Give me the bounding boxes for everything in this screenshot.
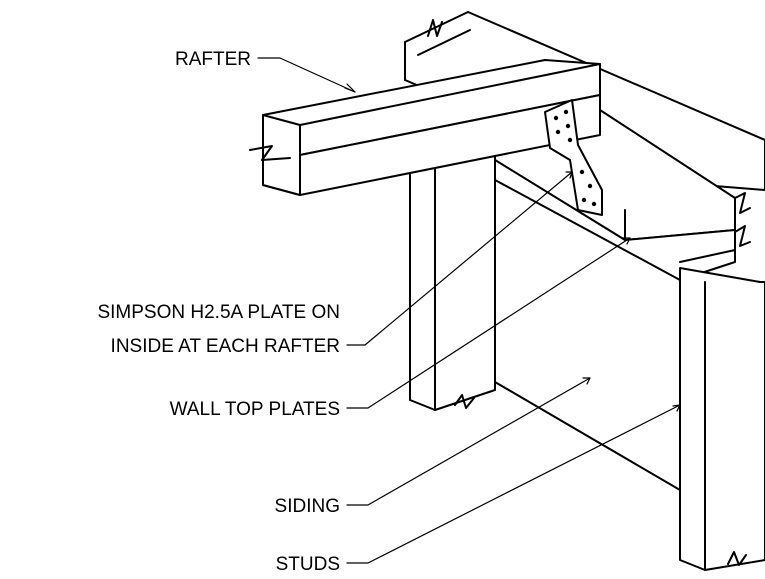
right-stud [679, 267, 765, 571]
rafter-leader [257, 57, 356, 93]
label-rafter: RAFTER [175, 49, 251, 70]
label-siding: SIDING [275, 496, 340, 517]
callout-labels: RAFTER SIMPSON H2.5A PLATE ON INSIDE AT … [97, 49, 340, 575]
h25a-plate [544, 99, 603, 216]
rafter [249, 59, 601, 196]
label-top-plates: WALL TOP PLATES [170, 399, 340, 420]
studs-leader [346, 404, 681, 564]
siding-leader [346, 377, 591, 506]
label-plate-line1: SIMPSON H2.5A PLATE ON [97, 302, 340, 323]
leader-lines [257, 57, 681, 564]
label-plate-line2: INSIDE AT EACH RAFTER [111, 336, 340, 357]
plate-leader [346, 171, 573, 346]
corner-post [409, 154, 496, 411]
label-studs: STUDS [276, 554, 340, 575]
top-plates-leader [346, 237, 631, 409]
